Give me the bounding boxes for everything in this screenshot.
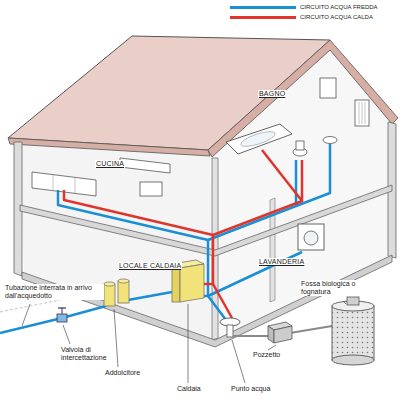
room-label: CUCINA <box>95 160 125 168</box>
cold-pipes <box>0 144 330 333</box>
part-label: Caldaia <box>176 385 202 393</box>
ground-line <box>0 300 60 312</box>
toilet-tank <box>296 141 304 150</box>
washbasin <box>323 137 337 144</box>
label-anchor: LAVANDERIA <box>258 258 305 266</box>
drain-pipe <box>290 326 332 333</box>
radiator <box>355 100 369 126</box>
part-label: Fossa biologica o fognatura <box>300 280 366 296</box>
room-label: BAGNO <box>258 90 286 98</box>
part-label: Valvola di intercettazione <box>60 346 112 362</box>
cold-pipe <box>208 160 296 240</box>
inspection-pit <box>268 322 292 343</box>
room-label: LAVANDERIA <box>258 258 305 266</box>
radiator-fin <box>362 102 363 124</box>
room-label: LOCALE CALDAIA <box>118 262 182 270</box>
window <box>140 182 162 196</box>
leader-lines <box>22 301 346 383</box>
washing-machine <box>298 224 324 250</box>
counter-detail <box>75 177 76 193</box>
washbasin-point <box>220 318 240 337</box>
legend-text: CIRCUITO ACQUA FREDDA <box>300 4 378 10</box>
legend-entry: CIRCUITO ACQUA FREDDA <box>230 4 378 10</box>
hot-pipe <box>213 160 302 235</box>
washing-machine-door <box>304 231 318 245</box>
label-anchor: Valvola di intercettazione <box>60 346 112 362</box>
label-anchor: Addolcitore <box>104 369 141 377</box>
cold-pipe <box>208 296 226 320</box>
label-anchor: Caldaia <box>176 385 202 393</box>
part-label: Tubazione interrata in arrivo dall'acque… <box>4 284 104 300</box>
part-label: Punto acqua <box>230 385 271 393</box>
drain-pipe <box>233 335 268 337</box>
shutoff-valve <box>57 308 67 322</box>
label-anchor: Punto acqua <box>230 385 271 393</box>
septic-tank <box>332 297 374 365</box>
label-anchor: CUCINA <box>95 160 125 168</box>
roof-edge <box>8 138 210 156</box>
counter-detail <box>53 175 54 191</box>
bathtub <box>226 124 292 154</box>
cold-pipe <box>128 292 172 300</box>
part-label: Pozzetto <box>252 351 281 359</box>
label-anchor: BAGNO <box>258 90 286 98</box>
legend-swatch <box>230 6 296 9</box>
wall-cabinet <box>120 158 170 173</box>
bathtub-inner <box>239 129 276 150</box>
label-anchor: Fossa biologica o fognatura <box>300 280 366 296</box>
radiator-fin <box>365 102 366 124</box>
window <box>320 78 336 98</box>
label-anchor: LOCALE CALDAIA <box>118 262 182 270</box>
hot-pipe <box>213 284 232 318</box>
legend-swatch <box>230 16 296 19</box>
upper-floor-slab <box>20 185 392 256</box>
radiator-fin <box>359 102 360 124</box>
hot-pipe <box>262 150 302 201</box>
cold-pipe <box>0 306 106 333</box>
legend-text: CIRCUITO ACQUA CALDA <box>300 14 373 20</box>
label-anchor: Tubazione interrata in arrivo dall'acque… <box>4 284 104 300</box>
water-softener <box>104 279 129 306</box>
part-label: Addolcitore <box>104 369 141 377</box>
roof-edge <box>208 40 398 157</box>
legend-entry: CIRCUITO ACQUA CALDA <box>230 14 373 20</box>
label-anchor: Pozzetto <box>252 351 281 359</box>
